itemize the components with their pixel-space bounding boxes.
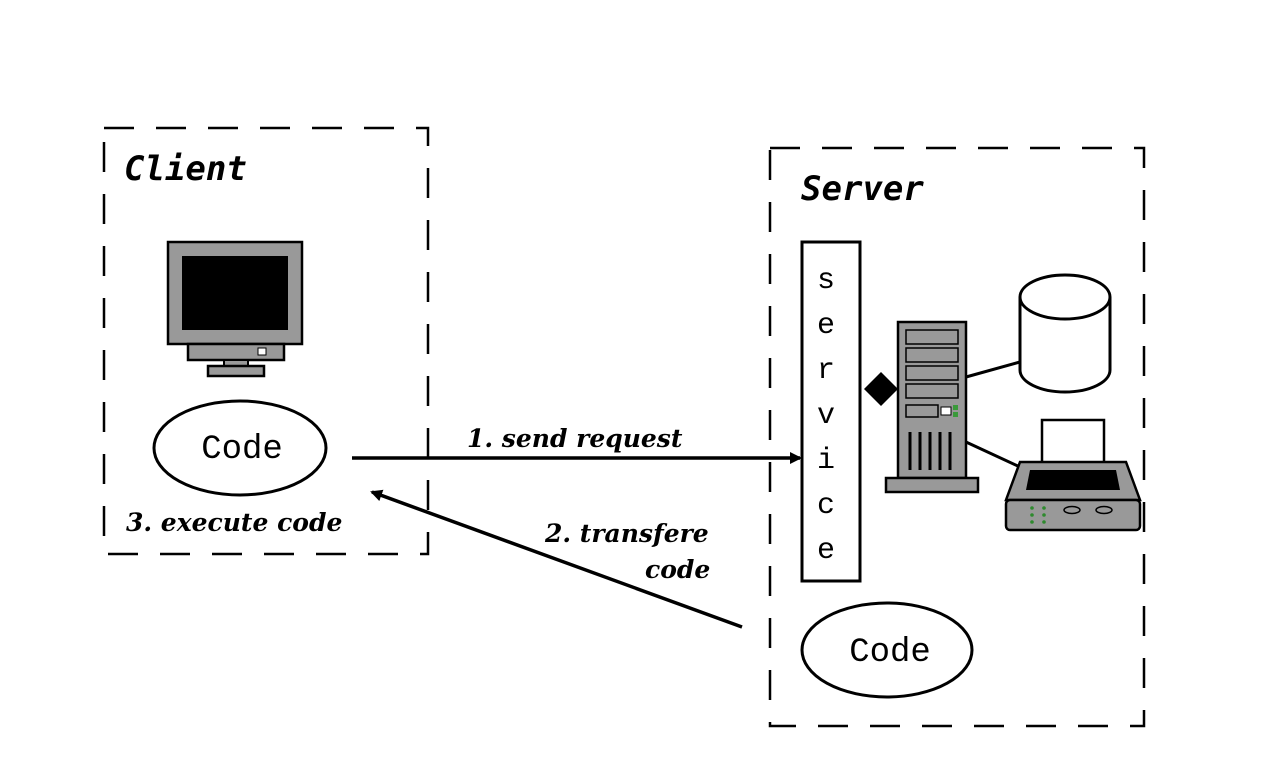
client-code-label: Code <box>201 431 283 469</box>
service-letter: e <box>817 309 835 343</box>
server-box-border <box>768 146 1146 728</box>
server-tower-icon <box>884 320 980 494</box>
connector-diamond-icon <box>864 372 898 406</box>
service-letter: c <box>817 489 835 523</box>
client-title: Client <box>124 149 247 189</box>
client-code-node: Code <box>152 399 328 497</box>
client-box: Client Code 3. execute code <box>102 126 430 556</box>
server-printer-connector <box>965 440 1021 469</box>
send-request-label: 1. send request <box>467 424 683 453</box>
execute-code-label: 3. execute code <box>126 508 342 537</box>
service-column: s e r v i c e <box>800 240 862 583</box>
server-database-connector <box>965 360 1021 379</box>
server-code-label: Code <box>849 634 931 672</box>
printer-icon <box>1004 418 1142 532</box>
transfer-code-label-line2: code <box>645 555 710 584</box>
transfer-code-arrow <box>370 489 743 629</box>
transfer-code-label-line1: 2. transfere <box>544 519 709 548</box>
server-box: Server s e r v i c e <box>768 146 1146 728</box>
service-letter: s <box>817 264 835 298</box>
service-letter: e <box>817 534 835 568</box>
server-code-node: Code <box>800 601 974 699</box>
database-icon <box>1018 273 1112 394</box>
service-letter: i <box>817 444 835 478</box>
monitor-icon <box>166 240 304 378</box>
service-letter: r <box>817 354 835 388</box>
server-title: Server <box>801 169 924 209</box>
service-letter: v <box>817 399 835 433</box>
client-box-border <box>102 126 430 556</box>
